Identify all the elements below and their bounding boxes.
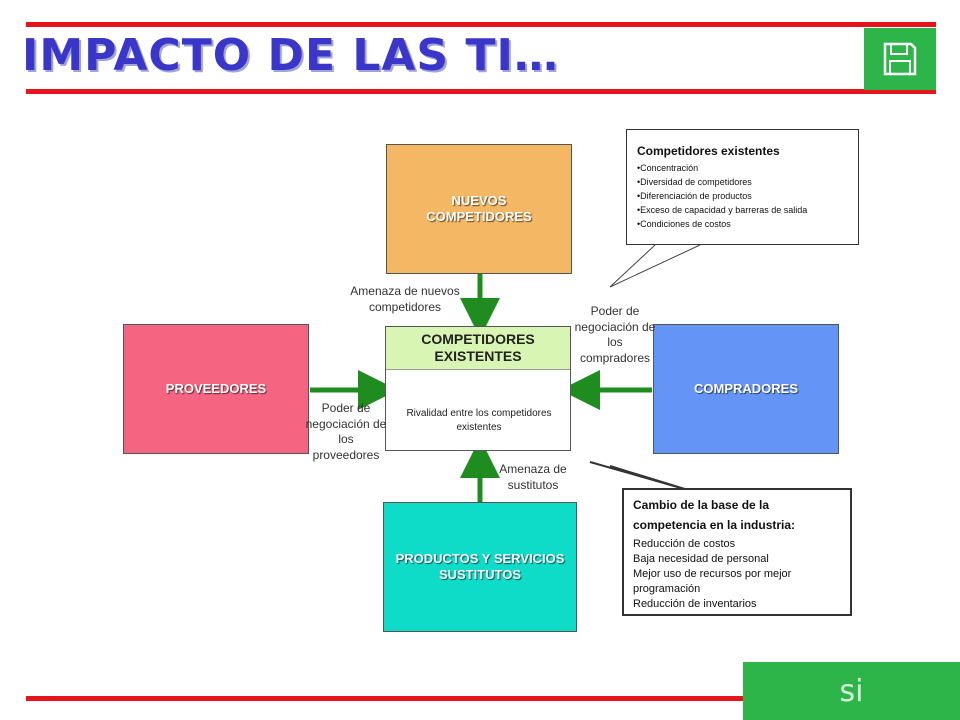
proveedores-label: PROVEEDORES bbox=[165, 380, 267, 396]
competidores-existentes-label: COMPETIDORES EXISTENTES bbox=[421, 330, 535, 365]
rivalidad-label: Rivalidad entre los competidores existen… bbox=[406, 408, 552, 433]
floppy-disk-icon bbox=[883, 42, 917, 76]
callout-top-item: •Diversidad de competidores bbox=[637, 177, 752, 187]
callout-bottom-item: Mejor uso de recursos por mejor programa… bbox=[633, 568, 792, 595]
save-button[interactable] bbox=[864, 28, 936, 90]
header-rule-bottom bbox=[26, 89, 936, 94]
competidores-existentes-header: COMPETIDORES EXISTENTES bbox=[386, 327, 570, 370]
footer-rule bbox=[26, 696, 746, 701]
amenaza-sustitutos-label: Amenaza de sustitutos bbox=[499, 462, 567, 492]
compradores-label: COMPRADORES bbox=[693, 380, 798, 396]
nuevos-competidores-box: NUEVOS COMPETIDORES bbox=[386, 144, 572, 274]
compradores-box: COMPRADORES bbox=[653, 324, 839, 454]
callout-cambio-base: Cambio de la base de la competencia en l… bbox=[622, 488, 852, 616]
page-title: IMPACTO DE LAS TI… bbox=[22, 30, 559, 81]
si-label: si bbox=[839, 673, 864, 709]
callout-top-title: Competidores existentes bbox=[637, 144, 780, 158]
callout-top-item: •Concentración bbox=[637, 163, 699, 173]
proveedores-box: PROVEEDORES bbox=[123, 324, 309, 454]
callout-top-pointer bbox=[609, 244, 701, 288]
callout-bottom-item: Reducción de inventarios bbox=[633, 598, 757, 610]
nuevos-competidores-label: NUEVOS COMPETIDORES bbox=[426, 192, 532, 224]
callout-top-item: •Condiciones de costos bbox=[637, 219, 731, 229]
callout-bottom-pointer bbox=[589, 461, 689, 491]
callout-bottom-title: Cambio de la base de la competencia en l… bbox=[633, 498, 796, 532]
poder-proveedores-label: Poder de negociación de los proveedores bbox=[305, 401, 387, 462]
callout-top-item: •Diferenciación de productos bbox=[637, 191, 752, 201]
callout-top-item: •Exceso de capacidad y barreras de salid… bbox=[637, 205, 808, 215]
sustitutos-box: PRODUCTOS Y SERVICIOS SUSTITUTOS bbox=[383, 502, 577, 632]
sustitutos-label: PRODUCTOS Y SERVICIOS SUSTITUTOS bbox=[395, 550, 565, 582]
si-button[interactable]: si bbox=[743, 662, 960, 720]
callout-competidores-existentes: Competidores existentes •Concentración •… bbox=[626, 129, 859, 245]
amenaza-nuevos-label: Amenaza de nuevos competidores bbox=[350, 284, 460, 314]
poder-compradores-label: Poder de negociación de los compradores bbox=[574, 304, 656, 365]
callout-bottom-item: Reducción de costos bbox=[633, 538, 736, 550]
competidores-existentes-box: COMPETIDORES EXISTENTES Rivalidad entre … bbox=[385, 326, 571, 451]
header-rule-top bbox=[26, 22, 936, 27]
callout-bottom-item: Baja necesidad de personal bbox=[633, 553, 769, 565]
